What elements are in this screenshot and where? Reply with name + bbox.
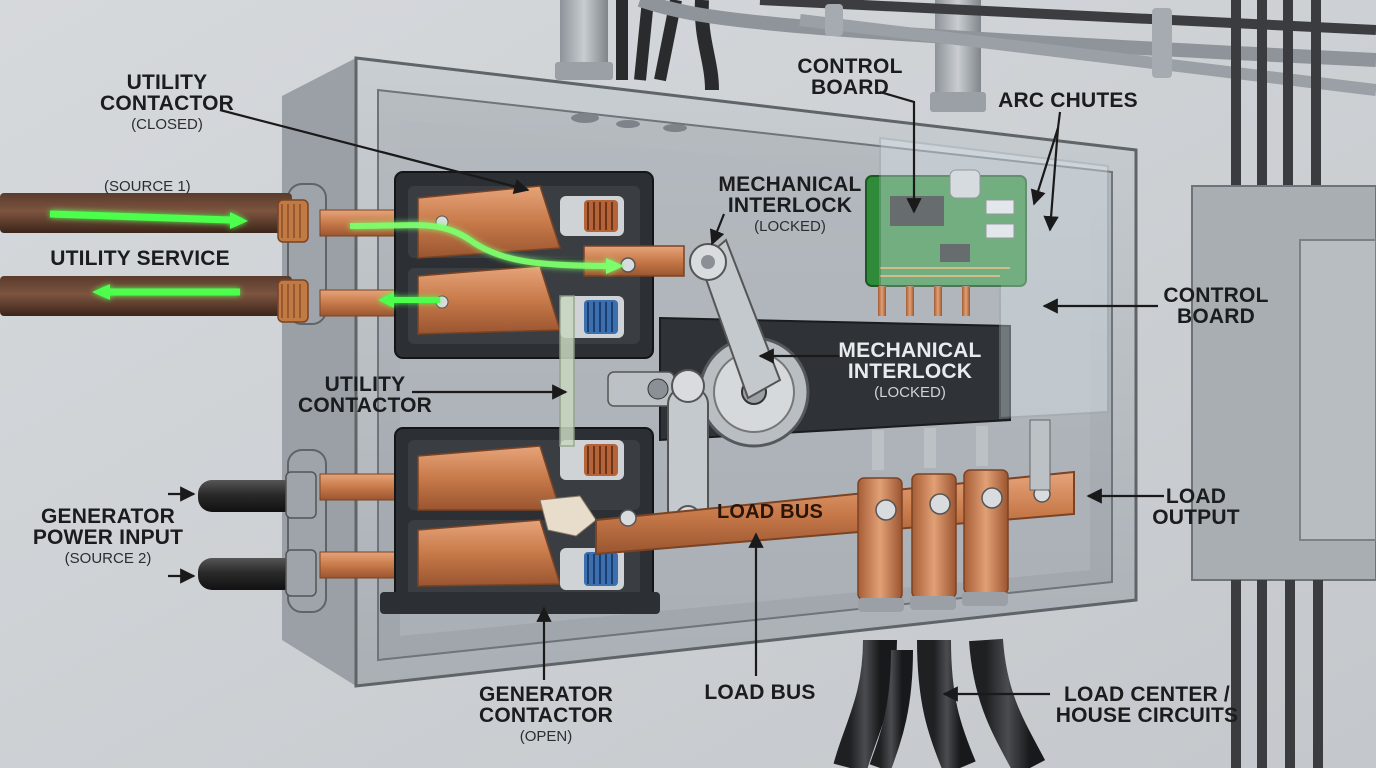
label-title: CONTROL BOARD	[797, 55, 903, 99]
label-load-bus-on-bar: LOAD BUS	[710, 502, 830, 522]
callout-leaders	[168, 90, 1164, 702]
label-title: CONTROL BOARD	[1163, 284, 1269, 328]
label-sub: (LOCKED)	[874, 384, 946, 401]
load-bus	[595, 419, 1075, 601]
label-title: LOAD BUS	[716, 501, 824, 523]
label-title: UTILITY CONTACTOR	[297, 373, 432, 417]
label-title: UTILITY SERVICE	[50, 247, 230, 270]
label-load-bus-bottom: LOAD BUS	[700, 682, 820, 703]
utility-contactor	[394, 171, 685, 359]
label-sub: (SOURCE 2)	[64, 550, 152, 567]
label-mechanical-interlock-center: MECHANICAL INTERLOCK (LOCKED)	[836, 340, 984, 400]
generator-input-cables	[198, 471, 317, 597]
label-control-board-right: CONTROL BOARD	[1156, 285, 1276, 327]
label-title: LOAD OUTPUT	[1152, 485, 1240, 529]
label-title: GENERATOR CONTACTOR	[478, 683, 614, 727]
generator-contactor	[380, 427, 660, 614]
load-output-cables	[833, 592, 1046, 768]
label-title: MECHANICAL INTERLOCK	[718, 173, 862, 217]
label-arc-chutes: ARC CHUTES	[998, 90, 1138, 111]
label-title: MECHANICAL INTERLOCK	[838, 339, 982, 383]
label-sub: (CLOSED)	[131, 116, 203, 133]
label-title: UTILITY CONTACTOR	[99, 71, 234, 115]
label-utility-contactor: UTILITY CONTACTOR	[290, 374, 440, 416]
label-source-1: (SOURCE 1)	[104, 178, 191, 195]
label-load-output: LOAD OUTPUT	[1150, 486, 1242, 528]
label-title: LOAD CENTER / HOUSE CIRCUITS	[1055, 683, 1239, 727]
label-generator-power-input: GENERATOR POWER INPUT (SOURCE 2)	[24, 506, 192, 566]
label-utility-contactor-closed: UTILITY CONTACTOR (CLOSED)	[82, 72, 252, 132]
label-utility-service: UTILITY SERVICE	[40, 248, 240, 269]
label-generator-contactor: GENERATOR CONTACTOR (OPEN)	[466, 684, 626, 744]
label-title: LOAD BUS	[704, 681, 816, 704]
label-sub: (OPEN)	[519, 728, 573, 745]
wall-conduits	[555, 0, 1376, 200]
label-load-center-house-circuits: LOAD CENTER / HOUSE CIRCUITS	[1052, 684, 1242, 726]
label-control-board-top: CONTROL BOARD	[790, 56, 910, 98]
label-mechanical-interlock-top: MECHANICAL INTERLOCK (LOCKED)	[716, 174, 864, 234]
label-title: ARC CHUTES	[998, 89, 1138, 112]
load-center-panel	[1191, 185, 1376, 768]
label-sub: (LOCKED)	[754, 218, 826, 235]
current-flow	[49, 210, 624, 308]
contactor-linkage	[559, 295, 575, 447]
label-title: GENERATOR POWER INPUT	[32, 505, 184, 549]
